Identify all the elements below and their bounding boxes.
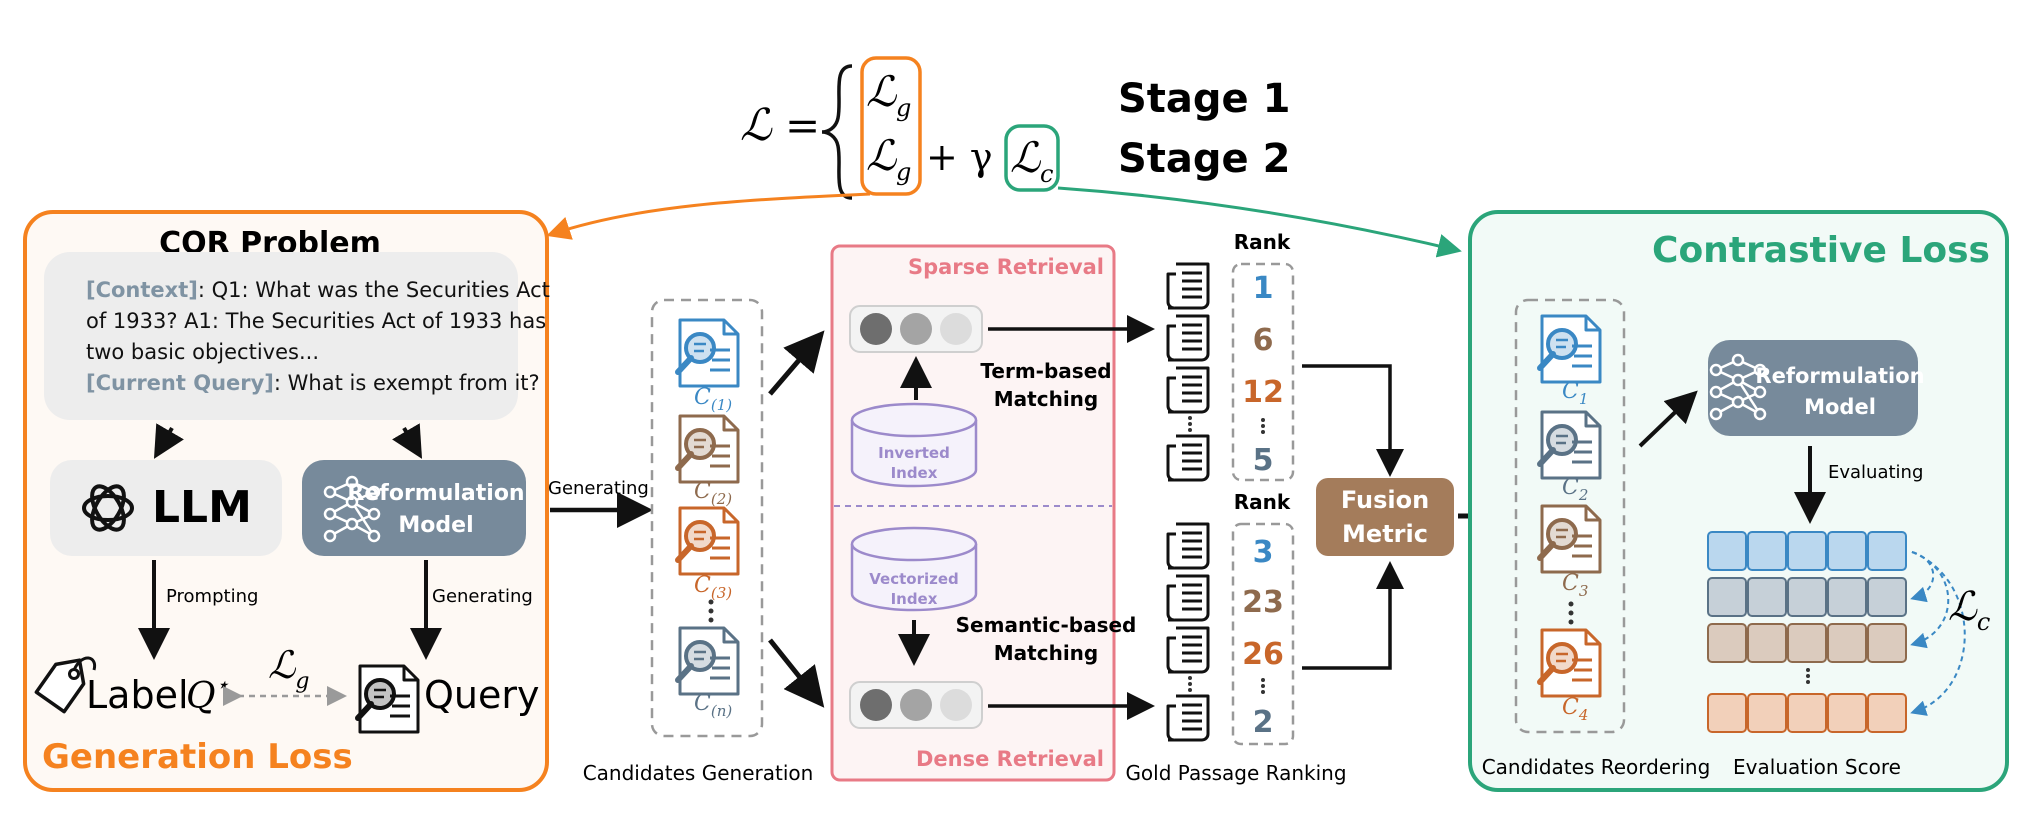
loss-formula: ℒ = ℒ g ℒ g + γ ℒ c Stage 1 Stage 2	[740, 56, 1290, 200]
formula-plus-gamma: + γ	[926, 135, 993, 179]
reformulation-label-right-1: Reformulation	[1755, 364, 1924, 388]
inverted-index-1: Inverted	[878, 444, 950, 462]
formula-equals: =	[785, 101, 820, 150]
fusion-label-2: Metric	[1342, 520, 1428, 548]
orange-curve-arrow	[546, 192, 871, 240]
rank-top-4: 5	[1253, 443, 1274, 478]
candidate-2-label: C(2)	[694, 479, 732, 508]
rank-title-bottom: Rank	[1234, 490, 1291, 514]
reordered-candidate-1-label: C1	[1562, 379, 1588, 408]
candidate-3-label: C(3)	[694, 573, 732, 602]
generation-term-highlight	[860, 56, 922, 196]
candidate-1-label: C(1)	[694, 385, 732, 414]
sparse-retrieval-title: Sparse Retrieval	[908, 255, 1104, 279]
rank-top-1: 1	[1253, 271, 1274, 306]
formula-top-sub: g	[896, 94, 911, 122]
label-text: Label	[86, 673, 189, 717]
contrastive-loss-panel: Contrastive Loss C1 C2 C3 C4 Reformulati…	[1468, 210, 2009, 792]
rank-title-top: Rank	[1234, 230, 1291, 254]
reformulation-label-left-1: Reformulation	[347, 481, 524, 506]
dense-retrieval-title: Dense Retrieval	[916, 747, 1104, 771]
formula-contrast-term: ℒ	[1010, 133, 1041, 182]
candidate-n-icon	[678, 628, 738, 694]
inverted-index-2: Index	[891, 464, 938, 482]
generation-loss-panel: CQR Problem [Context]: Q1: What was the …	[23, 210, 550, 792]
stage-2-label: Stage 2	[1118, 136, 1290, 182]
reordered-candidate-4-label: C4	[1562, 695, 1588, 724]
rank-bottom-4: 2	[1253, 705, 1274, 740]
rank-top-3: 12	[1242, 375, 1284, 410]
vectorized-index-1: Vectorized	[869, 570, 959, 588]
stage-1-label: Stage 1	[1118, 76, 1290, 122]
contrastive-loss-title: Contrastive Loss	[1652, 230, 1990, 271]
generating-label-left: Generating	[432, 586, 533, 607]
candidates-reordering-caption: Candidates Reordering	[1482, 755, 1711, 779]
contrastive-term-highlight	[1004, 124, 1060, 192]
semantic-matching-2: Matching	[994, 641, 1098, 665]
reformulation-label-left-2: Model	[398, 513, 473, 538]
generation-loss-title: Generation Loss	[42, 737, 353, 777]
rank-bottom-2: 23	[1242, 585, 1284, 620]
llm-label: LLM	[152, 482, 252, 533]
retrieval-panel: Sparse Retrieval Dense Retrieval Inverte…	[830, 244, 1137, 782]
reordered-candidate-2-icon	[1540, 412, 1600, 478]
current-query-line: [Current Query]: What is exempt from it?	[86, 371, 540, 395]
rank-bottom-3: 26	[1242, 637, 1284, 672]
score-row-3	[1707, 623, 1907, 663]
formula-contrast-sub: c	[1040, 160, 1053, 188]
term-matching-1: Term-based	[980, 359, 1111, 383]
fusion-label-1: Fusion	[1341, 486, 1429, 514]
vectorized-index-2: Index	[891, 590, 938, 608]
formula-bottom-sub: g	[896, 158, 911, 186]
green-curve-arrow	[1057, 186, 1462, 258]
formula-bottom-term: ℒ	[866, 131, 897, 180]
llm-box	[50, 460, 282, 556]
score-row-4	[1707, 693, 1907, 733]
tag-icon	[34, 656, 97, 714]
reordered-candidate-2-label: C2	[1562, 475, 1588, 504]
fusion-metric-box: Fusion Metric	[1316, 478, 1454, 556]
rank-bottom-1: 3	[1253, 535, 1274, 570]
rank-top-2: 6	[1253, 323, 1274, 358]
lc-symbol: ℒc	[1948, 584, 1990, 636]
reformulation-label-right-2: Model	[1804, 395, 1876, 419]
score-row-2	[1707, 577, 1907, 617]
score-row-1	[1707, 531, 1907, 571]
reordered-candidate-1-icon	[1540, 316, 1600, 382]
neural-net-icon-right	[1709, 353, 1767, 421]
reformulation-model-box-left	[302, 460, 526, 556]
neural-net-icon	[323, 475, 381, 543]
gold-passage-caption: Gold Passage Ranking	[1125, 761, 1346, 785]
gold-passage-ranking: Rank 1 6 12 5 Rank 3 23 26 2 Gold Passag…	[1125, 230, 1346, 785]
generating-arrow-label: Generating	[548, 478, 649, 499]
formula-lhs: ℒ	[740, 100, 773, 151]
evaluation-score-caption: Evaluation Score	[1733, 755, 1901, 779]
semantic-matching-1: Semantic-based	[956, 613, 1137, 637]
prompting-label: Prompting	[166, 586, 258, 607]
query-doc-icon	[358, 666, 418, 732]
formula-brace	[821, 64, 853, 200]
reordered-candidate-3-icon	[1540, 506, 1600, 572]
candidate-2-icon	[678, 416, 738, 482]
lg-symbol: ℒg	[268, 643, 309, 694]
context-box	[44, 252, 518, 420]
candidates-generation-caption: Candidates Generation	[583, 761, 814, 785]
context-line-1: [Context]: Q1: What was the Securities A…	[86, 278, 550, 302]
formula-top-term: ℒ	[866, 67, 897, 116]
openai-logo-icon	[82, 484, 134, 532]
context-line-2: of 1933? A1: The Securities Act of 1933 …	[86, 309, 546, 333]
candidate-1-icon	[678, 320, 738, 386]
candidates-generation: C(1) C(2) C(3) C(n) Candidates Generatio…	[583, 298, 814, 785]
candidate-n-label: C(n)	[694, 691, 732, 720]
query-label: Query	[424, 673, 539, 717]
evaluating-label: Evaluating	[1828, 462, 1923, 483]
term-matching-2: Matching	[994, 387, 1098, 411]
candidate-3-icon	[678, 508, 738, 574]
context-line-3: two basic objectives...	[86, 340, 319, 364]
reordered-candidate-3-label: C3	[1562, 571, 1588, 600]
reordered-candidate-4-icon	[1540, 630, 1600, 696]
